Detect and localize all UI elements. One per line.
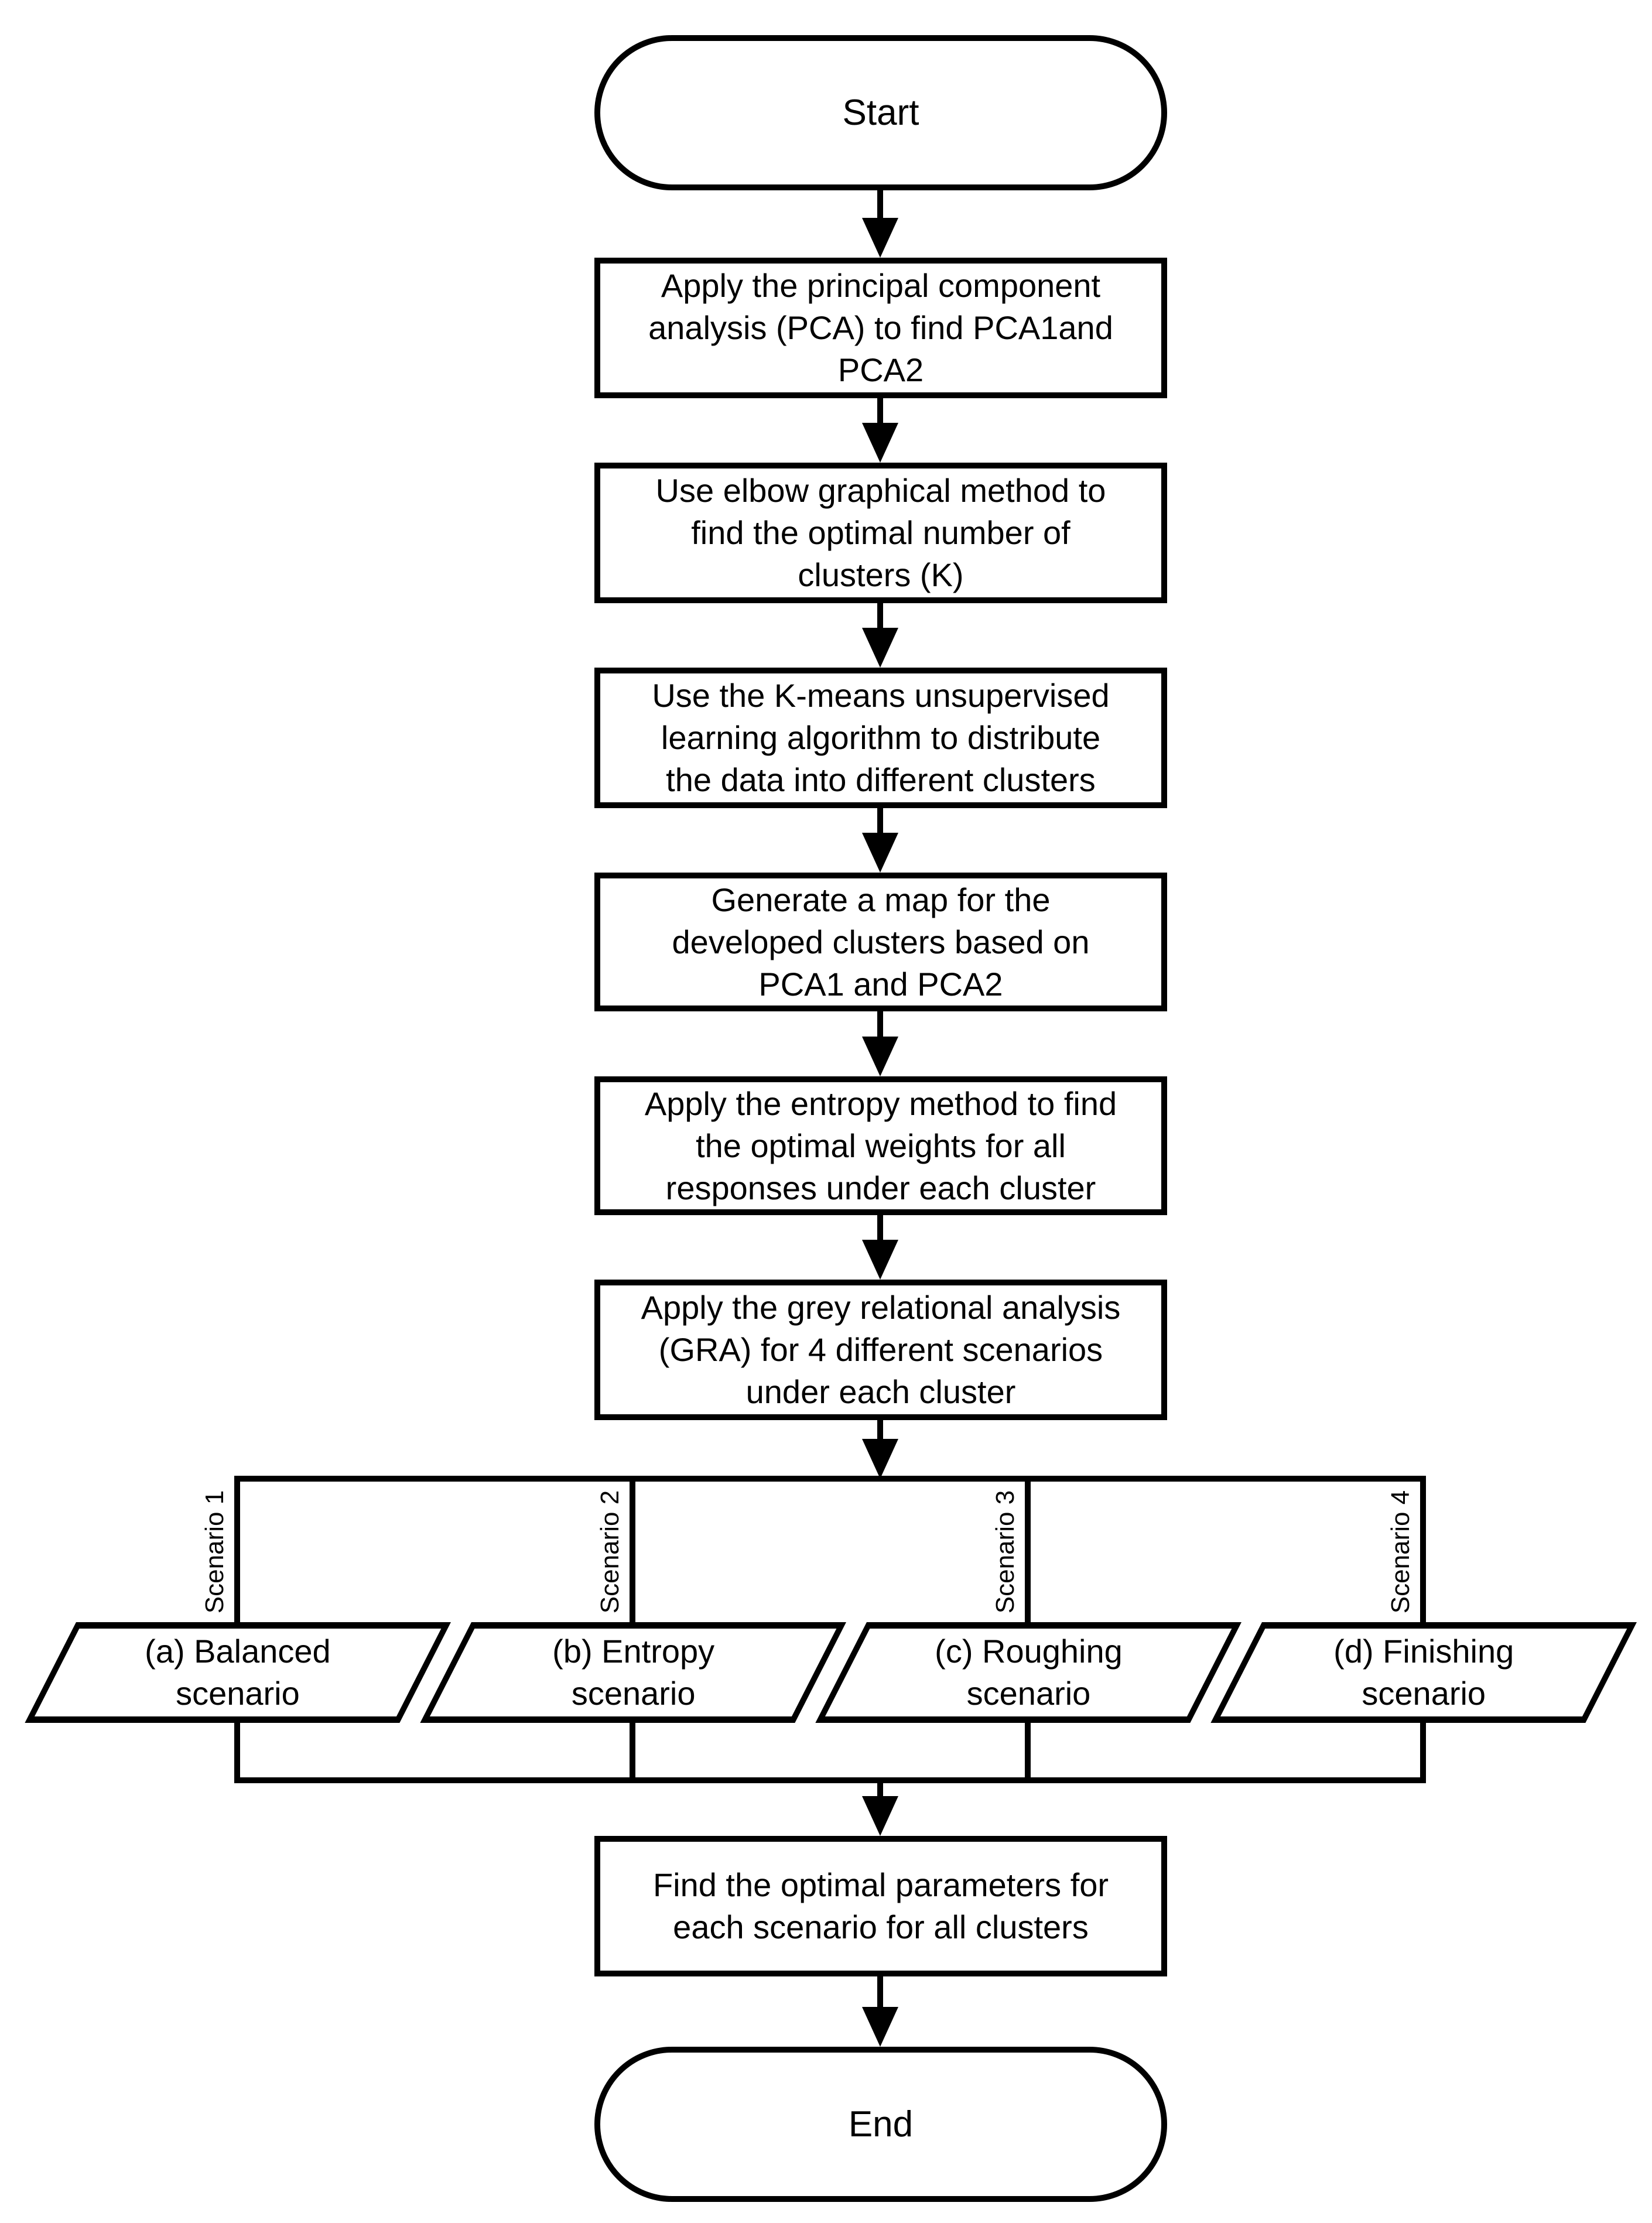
process-box-map-line: PCA1 and PCA2 bbox=[758, 965, 1003, 1003]
process-box-pca-line: analysis (PCA) to find PCA1and bbox=[648, 309, 1113, 346]
process-box-elbow: Use elbow graphical method to find the o… bbox=[594, 463, 1167, 603]
merge-stub-3 bbox=[1025, 1721, 1031, 1783]
arrow-down-icon bbox=[862, 423, 898, 463]
process-box-final-parameters: Find the optimal parameters for each sce… bbox=[594, 1836, 1167, 1976]
process-box-entropy: Apply the entropy method to find the opt… bbox=[594, 1076, 1167, 1215]
merge-stub-1 bbox=[234, 1721, 240, 1783]
arrow-down-icon bbox=[862, 1240, 898, 1280]
process-box-elbow-line: Use elbow graphical method to bbox=[655, 472, 1106, 509]
connector-line bbox=[877, 602, 883, 631]
branch-label-scenario-4: Scenario 4 bbox=[1386, 1490, 1415, 1614]
process-box-entropy-line: the optimal weights for all bbox=[696, 1127, 1066, 1164]
process-box-elbow-line: find the optimal number of bbox=[691, 514, 1070, 551]
merge-stub-2 bbox=[630, 1721, 635, 1783]
output-balanced-text: (a) Balanced scenario bbox=[145, 1633, 331, 1712]
output-roughing-text: (c) Roughing scenario bbox=[934, 1633, 1123, 1712]
process-box-kmeans-line: the data into different clusters bbox=[666, 761, 1096, 798]
end-terminator: End bbox=[594, 2047, 1167, 2202]
process-box-map-line: Generate a map for the bbox=[711, 881, 1051, 918]
connector-line bbox=[877, 1419, 883, 1442]
process-box-entropy-line: responses under each cluster bbox=[665, 1169, 1096, 1206]
branch-label-scenario-3: Scenario 3 bbox=[991, 1490, 1020, 1614]
arrow-down-icon bbox=[862, 2007, 898, 2047]
connector-line bbox=[877, 1783, 883, 1801]
output-roughing-scenario: (c) Roughing scenario bbox=[815, 1622, 1241, 1723]
output-entropy-text: (b) Entropy scenario bbox=[552, 1633, 714, 1712]
arrow-down-icon bbox=[862, 218, 898, 258]
branch-stub-2 bbox=[630, 1476, 635, 1625]
process-box-map-line: developed clusters based on bbox=[672, 923, 1090, 960]
connector-line bbox=[877, 189, 883, 221]
branch-stub-3 bbox=[1025, 1476, 1031, 1625]
process-box-entropy-line: Apply the entropy method to find bbox=[644, 1085, 1117, 1122]
start-terminator: Start bbox=[594, 35, 1167, 190]
process-box-kmeans-line: learning algorithm to distribute bbox=[661, 719, 1101, 756]
process-box-elbow-line: clusters (K) bbox=[798, 556, 964, 593]
arrow-down-icon bbox=[862, 1796, 898, 1836]
branch-label-scenario-1: Scenario 1 bbox=[200, 1490, 229, 1614]
process-box-pca: Apply the principal component analysis (… bbox=[594, 258, 1167, 398]
process-box-kmeans-line: Use the K-means unsupervised bbox=[652, 677, 1110, 714]
connector-line bbox=[877, 397, 883, 426]
branch-label-scenario-2: Scenario 2 bbox=[596, 1490, 624, 1614]
process-box-final-line: each scenario for all clusters bbox=[673, 1909, 1089, 1945]
branch-stub-4 bbox=[1420, 1476, 1426, 1625]
connector-line bbox=[877, 1214, 883, 1243]
connector-line bbox=[877, 1010, 883, 1041]
process-box-final-line: Find the optimal parameters for bbox=[652, 1866, 1109, 1903]
process-box-gra: Apply the grey relational analysis (GRA)… bbox=[594, 1280, 1167, 1420]
process-box-kmeans: Use the K-means unsupervised learning al… bbox=[594, 668, 1167, 808]
arrow-down-icon bbox=[862, 1439, 898, 1479]
branch-top-connector bbox=[234, 1476, 1426, 1482]
arrow-down-icon bbox=[862, 1037, 898, 1076]
output-finishing-text: (d) Finishing scenario bbox=[1333, 1633, 1514, 1712]
output-finishing-scenario: (d) Finishing scenario bbox=[1210, 1622, 1637, 1723]
connector-line bbox=[877, 1975, 883, 2009]
process-box-gra-line: Apply the grey relational analysis bbox=[641, 1289, 1121, 1326]
process-box-pca-line: Apply the principal component bbox=[661, 267, 1101, 304]
connector-line bbox=[877, 807, 883, 836]
process-box-gra-line: (GRA) for 4 different scenarios bbox=[658, 1331, 1103, 1368]
merge-stub-4 bbox=[1420, 1721, 1426, 1783]
branch-stub-1 bbox=[234, 1476, 240, 1625]
arrow-down-icon bbox=[862, 628, 898, 668]
process-box-pca-line: PCA2 bbox=[837, 351, 924, 388]
process-box-map: Generate a map for the developed cluster… bbox=[594, 873, 1167, 1011]
arrow-down-icon bbox=[862, 833, 898, 873]
output-balanced-scenario: (a) Balanced scenario bbox=[25, 1622, 451, 1723]
start-label: Start bbox=[842, 93, 919, 133]
branch-bottom-connector bbox=[234, 1777, 1426, 1783]
output-entropy-scenario: (b) Entropy scenario bbox=[420, 1622, 846, 1723]
process-box-gra-line: under each cluster bbox=[745, 1373, 1016, 1410]
end-label: End bbox=[848, 2104, 914, 2145]
